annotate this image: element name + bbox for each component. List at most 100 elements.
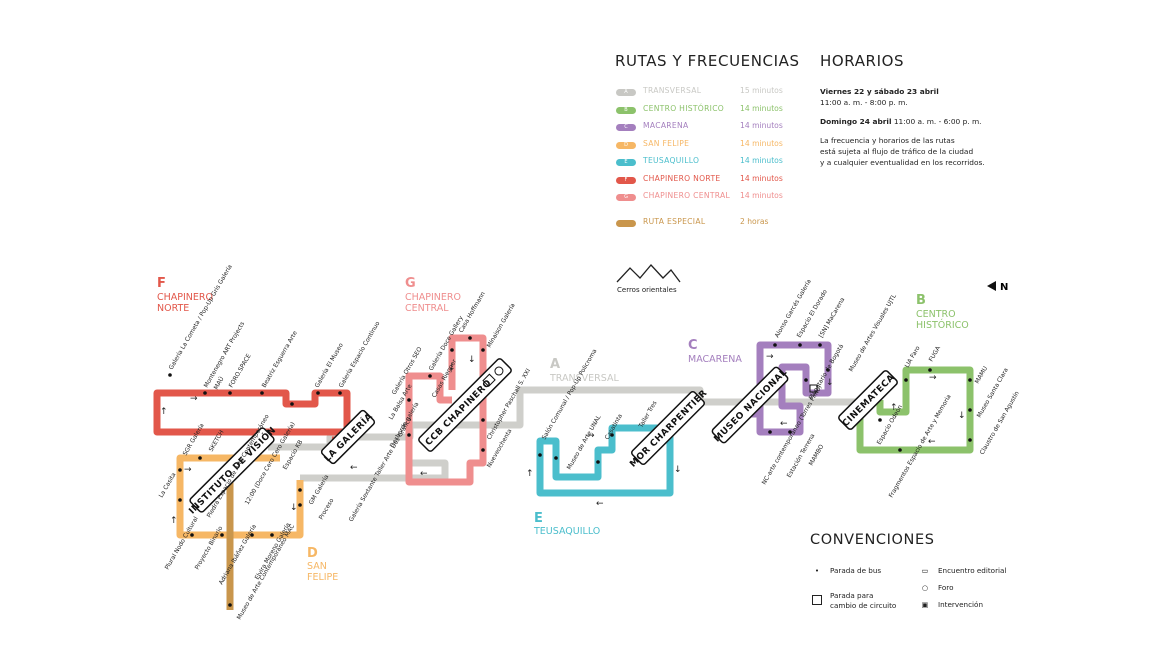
bus-stop[interactable] bbox=[190, 533, 194, 537]
bus-stop[interactable] bbox=[428, 374, 432, 378]
bus-stop[interactable] bbox=[798, 343, 802, 347]
north-arrow-icon bbox=[987, 281, 996, 291]
bus-stop[interactable] bbox=[968, 408, 972, 412]
bus-stop[interactable] bbox=[818, 343, 822, 347]
direction-arrow: ← bbox=[596, 499, 604, 509]
route-badge: F bbox=[616, 176, 636, 184]
conv-intervencion: ▣ Intervención bbox=[918, 600, 983, 609]
route-badge bbox=[616, 220, 636, 227]
legend-route-frequency: 14 minutos bbox=[740, 121, 783, 130]
bus-stop[interactable] bbox=[407, 433, 411, 437]
bus-stop[interactable] bbox=[220, 533, 224, 537]
direction-arrow: ↓ bbox=[290, 503, 298, 513]
route-c-name: MACARENA bbox=[688, 354, 742, 365]
direction-arrow: ← bbox=[350, 463, 358, 473]
bus-stop[interactable] bbox=[228, 391, 232, 395]
route-badge: B bbox=[616, 106, 636, 114]
route-badge: D bbox=[616, 141, 636, 149]
direction-arrow: ← bbox=[420, 469, 428, 479]
bus-stop[interactable] bbox=[178, 498, 182, 502]
bus-stop[interactable] bbox=[804, 378, 808, 382]
route-g-name: CHAPINERO bbox=[405, 292, 461, 303]
mountains-icon bbox=[616, 264, 681, 283]
bus-stop[interactable] bbox=[203, 391, 207, 395]
route-a-branch bbox=[300, 459, 449, 482]
horarios-title: HORARIOS bbox=[820, 52, 905, 70]
bus-stop[interactable] bbox=[538, 453, 542, 457]
bus-stop[interactable] bbox=[904, 378, 908, 382]
legend-route-name: CENTRO HISTÓRICO bbox=[643, 103, 725, 113]
horarios-note-line: está sujeta al flujo de tráfico de la ci… bbox=[820, 147, 974, 156]
bus-stop[interactable] bbox=[768, 430, 772, 434]
bus-stop[interactable] bbox=[481, 348, 485, 352]
bus-stop[interactable] bbox=[178, 468, 182, 472]
bus-stop[interactable] bbox=[250, 533, 254, 537]
bus-stop[interactable] bbox=[968, 378, 972, 382]
bus-stop[interactable] bbox=[298, 488, 302, 492]
route-f-line bbox=[153, 389, 351, 444]
bus-stop[interactable] bbox=[788, 430, 792, 434]
bus-stop[interactable] bbox=[168, 373, 172, 377]
direction-arrow: ↓ bbox=[448, 363, 456, 373]
route-f-name-2: NORTE bbox=[157, 303, 189, 314]
stop-label: Alonso Garcés Galería bbox=[774, 278, 813, 339]
horarios-time-1: 11:00 a. m. - 8:00 p. m. bbox=[820, 98, 908, 107]
bus-stop[interactable] bbox=[198, 456, 202, 460]
route-badge: A bbox=[616, 89, 636, 96]
direction-arrow: ↓ bbox=[958, 411, 966, 421]
bus-stop[interactable] bbox=[481, 448, 485, 452]
bus-stop[interactable] bbox=[407, 398, 411, 402]
horarios-day-1: Viernes 22 y sábado 23 abril bbox=[820, 87, 939, 96]
stop-label: LIA Faro bbox=[904, 345, 922, 369]
route-e-letter: E bbox=[534, 511, 543, 526]
north-label: N bbox=[1000, 282, 1008, 293]
bus-stop[interactable] bbox=[338, 391, 342, 395]
bus-stop[interactable] bbox=[928, 368, 932, 372]
bus-stop[interactable] bbox=[298, 503, 302, 507]
route-b-letter: B bbox=[916, 293, 926, 308]
bus-stop[interactable] bbox=[260, 391, 264, 395]
route-badge: E bbox=[616, 159, 636, 166]
conv-encuentro-label: Encuentro editorial bbox=[938, 566, 1007, 575]
bus-stop[interactable] bbox=[610, 433, 614, 437]
horarios-block-1: Viernes 22 y sábado 23 abril 11:00 a. m. … bbox=[820, 86, 1020, 108]
legend-route-frequency: 14 minutos bbox=[740, 156, 783, 165]
conv-bus-stop: • Parada de bus bbox=[810, 566, 881, 575]
route-badge: C bbox=[616, 124, 636, 131]
stop-label: Museo de Artes Visuales UJTL bbox=[848, 293, 899, 373]
stop-label: Galería Doce Gallery bbox=[428, 314, 465, 372]
direction-arrow: → bbox=[190, 394, 198, 404]
bus-stop[interactable] bbox=[270, 533, 274, 537]
book-icon: ▭ bbox=[921, 566, 929, 575]
bus-stop[interactable] bbox=[316, 391, 320, 395]
bus-stop[interactable] bbox=[826, 368, 830, 372]
bus-stop[interactable] bbox=[898, 448, 902, 452]
route-e-name: TEUSAQUILLO bbox=[533, 526, 600, 537]
bus-stop[interactable] bbox=[878, 418, 882, 422]
bus-stop[interactable] bbox=[596, 460, 600, 464]
legend-route-name: MACARENA bbox=[643, 121, 689, 130]
bus-stop[interactable] bbox=[450, 348, 454, 352]
bus-stop[interactable] bbox=[290, 402, 294, 406]
bus-stop[interactable] bbox=[468, 336, 472, 340]
stop-label: Minaison Galería bbox=[486, 302, 517, 349]
bus-stop[interactable] bbox=[773, 343, 777, 347]
convenciones-title: CONVENCIONES bbox=[810, 532, 935, 548]
direction-arrow: ← bbox=[780, 419, 788, 429]
bus-stop[interactable] bbox=[228, 603, 232, 607]
bus-stop[interactable] bbox=[968, 438, 972, 442]
legend-route-name: SAN FELIPE bbox=[643, 138, 690, 148]
legend-route-name: CHAPINERO NORTE bbox=[643, 173, 721, 183]
route-d-letter: D bbox=[307, 546, 318, 561]
bus-stop[interactable] bbox=[554, 456, 558, 460]
bus-stop[interactable] bbox=[481, 418, 485, 422]
direction-arrow: ↑ bbox=[160, 407, 168, 417]
stop-label: Proceso bbox=[318, 497, 336, 521]
route-f-letter: F bbox=[157, 276, 166, 291]
forum-icon: ○ bbox=[921, 583, 929, 592]
